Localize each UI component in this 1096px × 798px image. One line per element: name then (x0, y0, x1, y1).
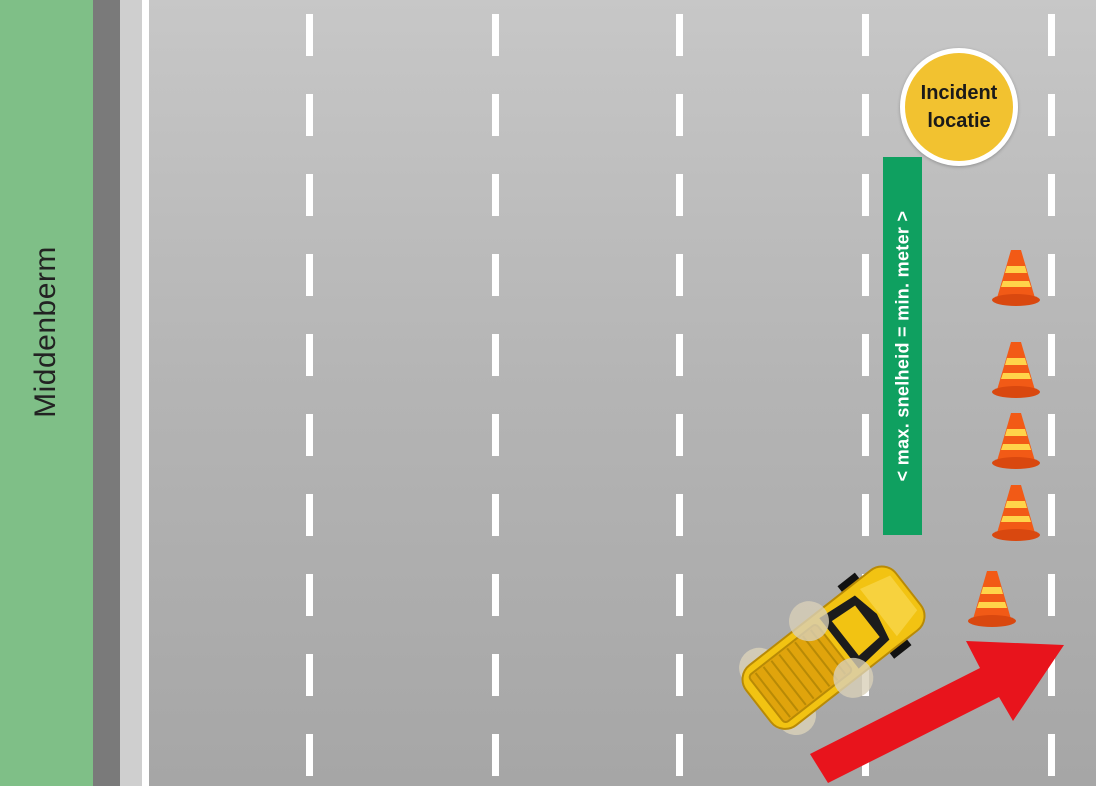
solid-edge-line (142, 0, 149, 786)
lane-marking (306, 0, 313, 786)
lane-marking (676, 0, 683, 786)
lane-marking (1048, 0, 1055, 786)
traffic-cone-icon (992, 342, 1040, 398)
traffic-cone-icon (968, 571, 1016, 627)
incident-location-badge: Incident locatie (900, 48, 1018, 166)
incident-label-line1: Incident (920, 82, 998, 104)
incident-label-line2: locatie (927, 110, 991, 132)
lane-marking (492, 0, 499, 786)
median-strip (0, 0, 93, 786)
traffic-cone-icon (992, 250, 1040, 306)
traffic-cone-icon (992, 485, 1040, 541)
speed-distance-sign: < max. snelheid = min. meter > (883, 157, 922, 535)
lane-marking (862, 0, 869, 786)
hard-shoulder (120, 0, 142, 786)
traffic-cone-icon (992, 413, 1040, 469)
curb (93, 0, 120, 786)
